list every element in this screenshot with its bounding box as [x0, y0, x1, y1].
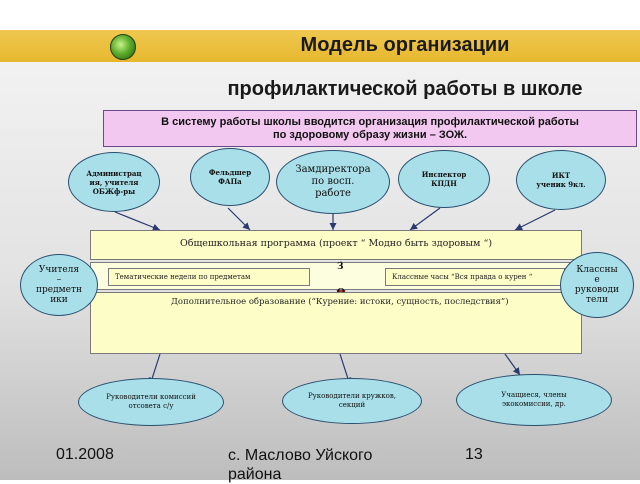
additional-education-label: Дополнительное образование (“Курение: ис… [171, 297, 509, 307]
node-text: Учителя [38, 265, 80, 275]
node-text: ия, учителя [89, 177, 139, 187]
thematic-weeks-label: Тематические недели по предметам [115, 273, 251, 281]
intro-line-2: по здоровому образу жизни – ЗОЖ. [272, 129, 468, 141]
title-line-2: профилактической работы в школе [227, 78, 583, 100]
node-text: Классны [576, 265, 618, 275]
node-text: е [594, 275, 600, 285]
main-program-label: Общешкольная программа (проект “ Модно б… [179, 238, 493, 249]
node-text: тели [585, 295, 608, 305]
node-text: руководи [574, 285, 620, 295]
center-letter-z: З [337, 262, 344, 272]
node-text: по восп. [311, 176, 355, 187]
node-deputy-director: Замдиректора по восп. работе [276, 150, 390, 214]
node-text: – [56, 275, 62, 285]
class-hours-box: Классные часы “Вся правда о курен “ [385, 268, 565, 286]
node-students: Учащиеся, члены экокомиссии, др. [456, 374, 612, 426]
bullet-ball-icon [110, 34, 136, 60]
node-text: Фельдшер [208, 168, 252, 177]
node-text: Учащиеся, члены [501, 391, 567, 399]
thematic-weeks-box: Тематические недели по предметам [108, 268, 310, 286]
node-administration: Администрац ия, учителя ОБЖф-ры [68, 152, 160, 212]
intro-box: В систему работы школы вводится организа… [103, 110, 637, 147]
node-ict: ИКТ ученик 9кл. [516, 150, 606, 210]
node-text: секций [338, 401, 366, 409]
node-text: предметн [36, 285, 82, 295]
node-text: Инспектор [421, 170, 467, 179]
main-program-bar: Общешкольная программа (проект “ Модно б… [90, 230, 582, 260]
footer-place: с. Маслово Уйского района [228, 446, 372, 484]
node-commission-heads: Руководители комиссий отсовета с/у [78, 378, 224, 426]
node-text: ученик 9кл. [536, 180, 586, 189]
class-hours-label: Классные часы “Вся правда о курен “ [392, 273, 533, 281]
node-text: КПДН [431, 179, 457, 188]
node-text: Администрац [86, 168, 142, 178]
node-text: экокомиссии, др. [502, 400, 566, 408]
header-band [0, 30, 640, 62]
node-text: Руководители кружков, [307, 392, 397, 400]
node-text: работе [315, 188, 351, 199]
footer-place-line-2: района [228, 466, 282, 483]
footer-place-line-1: с. Маслово Уйского [228, 447, 373, 464]
node-class-teachers: Классны е руководи тели [560, 252, 634, 318]
node-text: ИКТ [551, 171, 571, 180]
node-text: ики [50, 295, 68, 305]
footer-date: 01.2008 [56, 446, 114, 463]
node-inspector: Инспектор КПДН [398, 150, 490, 208]
node-text: ФАПа [218, 177, 242, 186]
node-text: Замдиректора [295, 164, 371, 175]
node-text: отсовета с/у [128, 402, 174, 410]
node-subject-teachers: Учителя – предметн ики [20, 254, 98, 316]
intro-line-1: В систему работы школы вводится организа… [161, 116, 579, 128]
node-paramedic: Фельдшер ФАПа [190, 148, 270, 206]
node-text: Руководители комиссий [106, 393, 196, 401]
additional-education-bar: Дополнительное образование (“Курение: ис… [90, 292, 582, 354]
node-club-heads: Руководители кружков, секций [282, 378, 422, 424]
footer-page-number: 13 [465, 446, 483, 463]
title-line-1: Модель организации [300, 34, 510, 56]
node-text: ОБЖф-ры [92, 186, 136, 196]
